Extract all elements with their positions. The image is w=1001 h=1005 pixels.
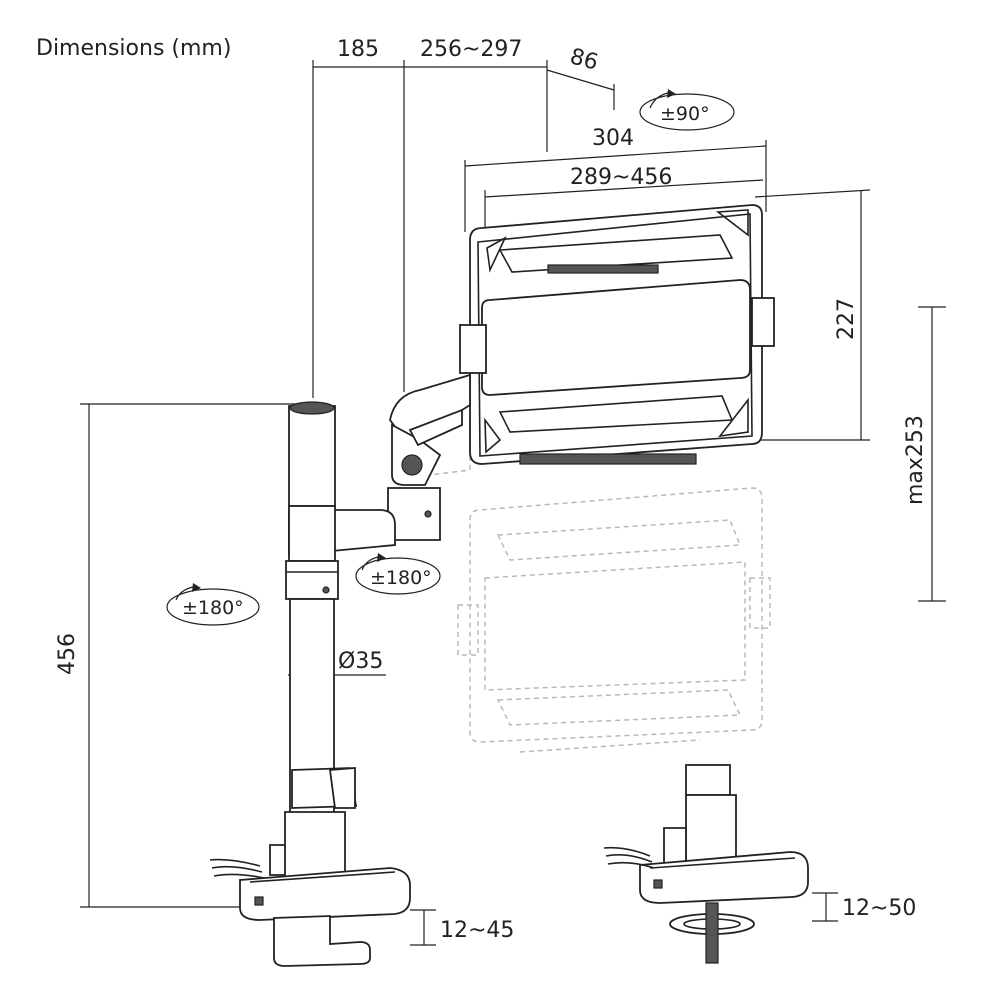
holder-height-dimension-lines xyxy=(754,189,871,441)
arm-swivel-rotation-indicator xyxy=(355,553,441,595)
dim-c-clamp-range: 12~45 xyxy=(440,918,514,943)
grommet-base-illustration xyxy=(603,764,809,964)
pole-illustration xyxy=(285,401,358,830)
pole-swivel-rotation-indicator xyxy=(166,583,260,626)
height-adjust-dimension-lines xyxy=(918,306,946,602)
dim-holder-height: 227 xyxy=(834,298,859,340)
dim-pole-diameter: Ø35 xyxy=(338,649,383,674)
top-dimension-lines xyxy=(312,60,615,398)
dim-grommet-range: 12~50 xyxy=(842,896,916,921)
dim-holder-depth: 86 xyxy=(567,44,601,75)
dim-arm-reach-2: 256~297 xyxy=(420,37,522,62)
pole-height-dimension-lines xyxy=(80,403,314,908)
c-clamp-base-illustration xyxy=(209,811,411,967)
c-clamp-range-dimension-lines xyxy=(410,909,436,946)
dim-pole-height: 456 xyxy=(55,633,80,675)
tilt-rotation-indicator xyxy=(639,89,735,131)
rotation-arm-swivel-label: ±180° xyxy=(370,567,432,589)
grommet-range-dimension-lines xyxy=(812,892,838,922)
tablet-holder-illustration xyxy=(459,204,775,465)
lowered-position-ghost xyxy=(419,397,771,753)
diagram-title: Dimensions (mm) xyxy=(36,36,231,61)
rotation-pole-swivel-label: ±180° xyxy=(182,597,244,619)
dim-holder-clamp-range: 289~456 xyxy=(570,165,672,190)
holder-width-dimension-lines xyxy=(464,140,767,232)
dim-height-adjust: max253 xyxy=(903,415,928,505)
dim-arm-reach-1: 185 xyxy=(337,37,379,62)
rotation-tilt-label: ±90° xyxy=(660,103,710,125)
dim-holder-outer-width: 304 xyxy=(592,126,634,151)
